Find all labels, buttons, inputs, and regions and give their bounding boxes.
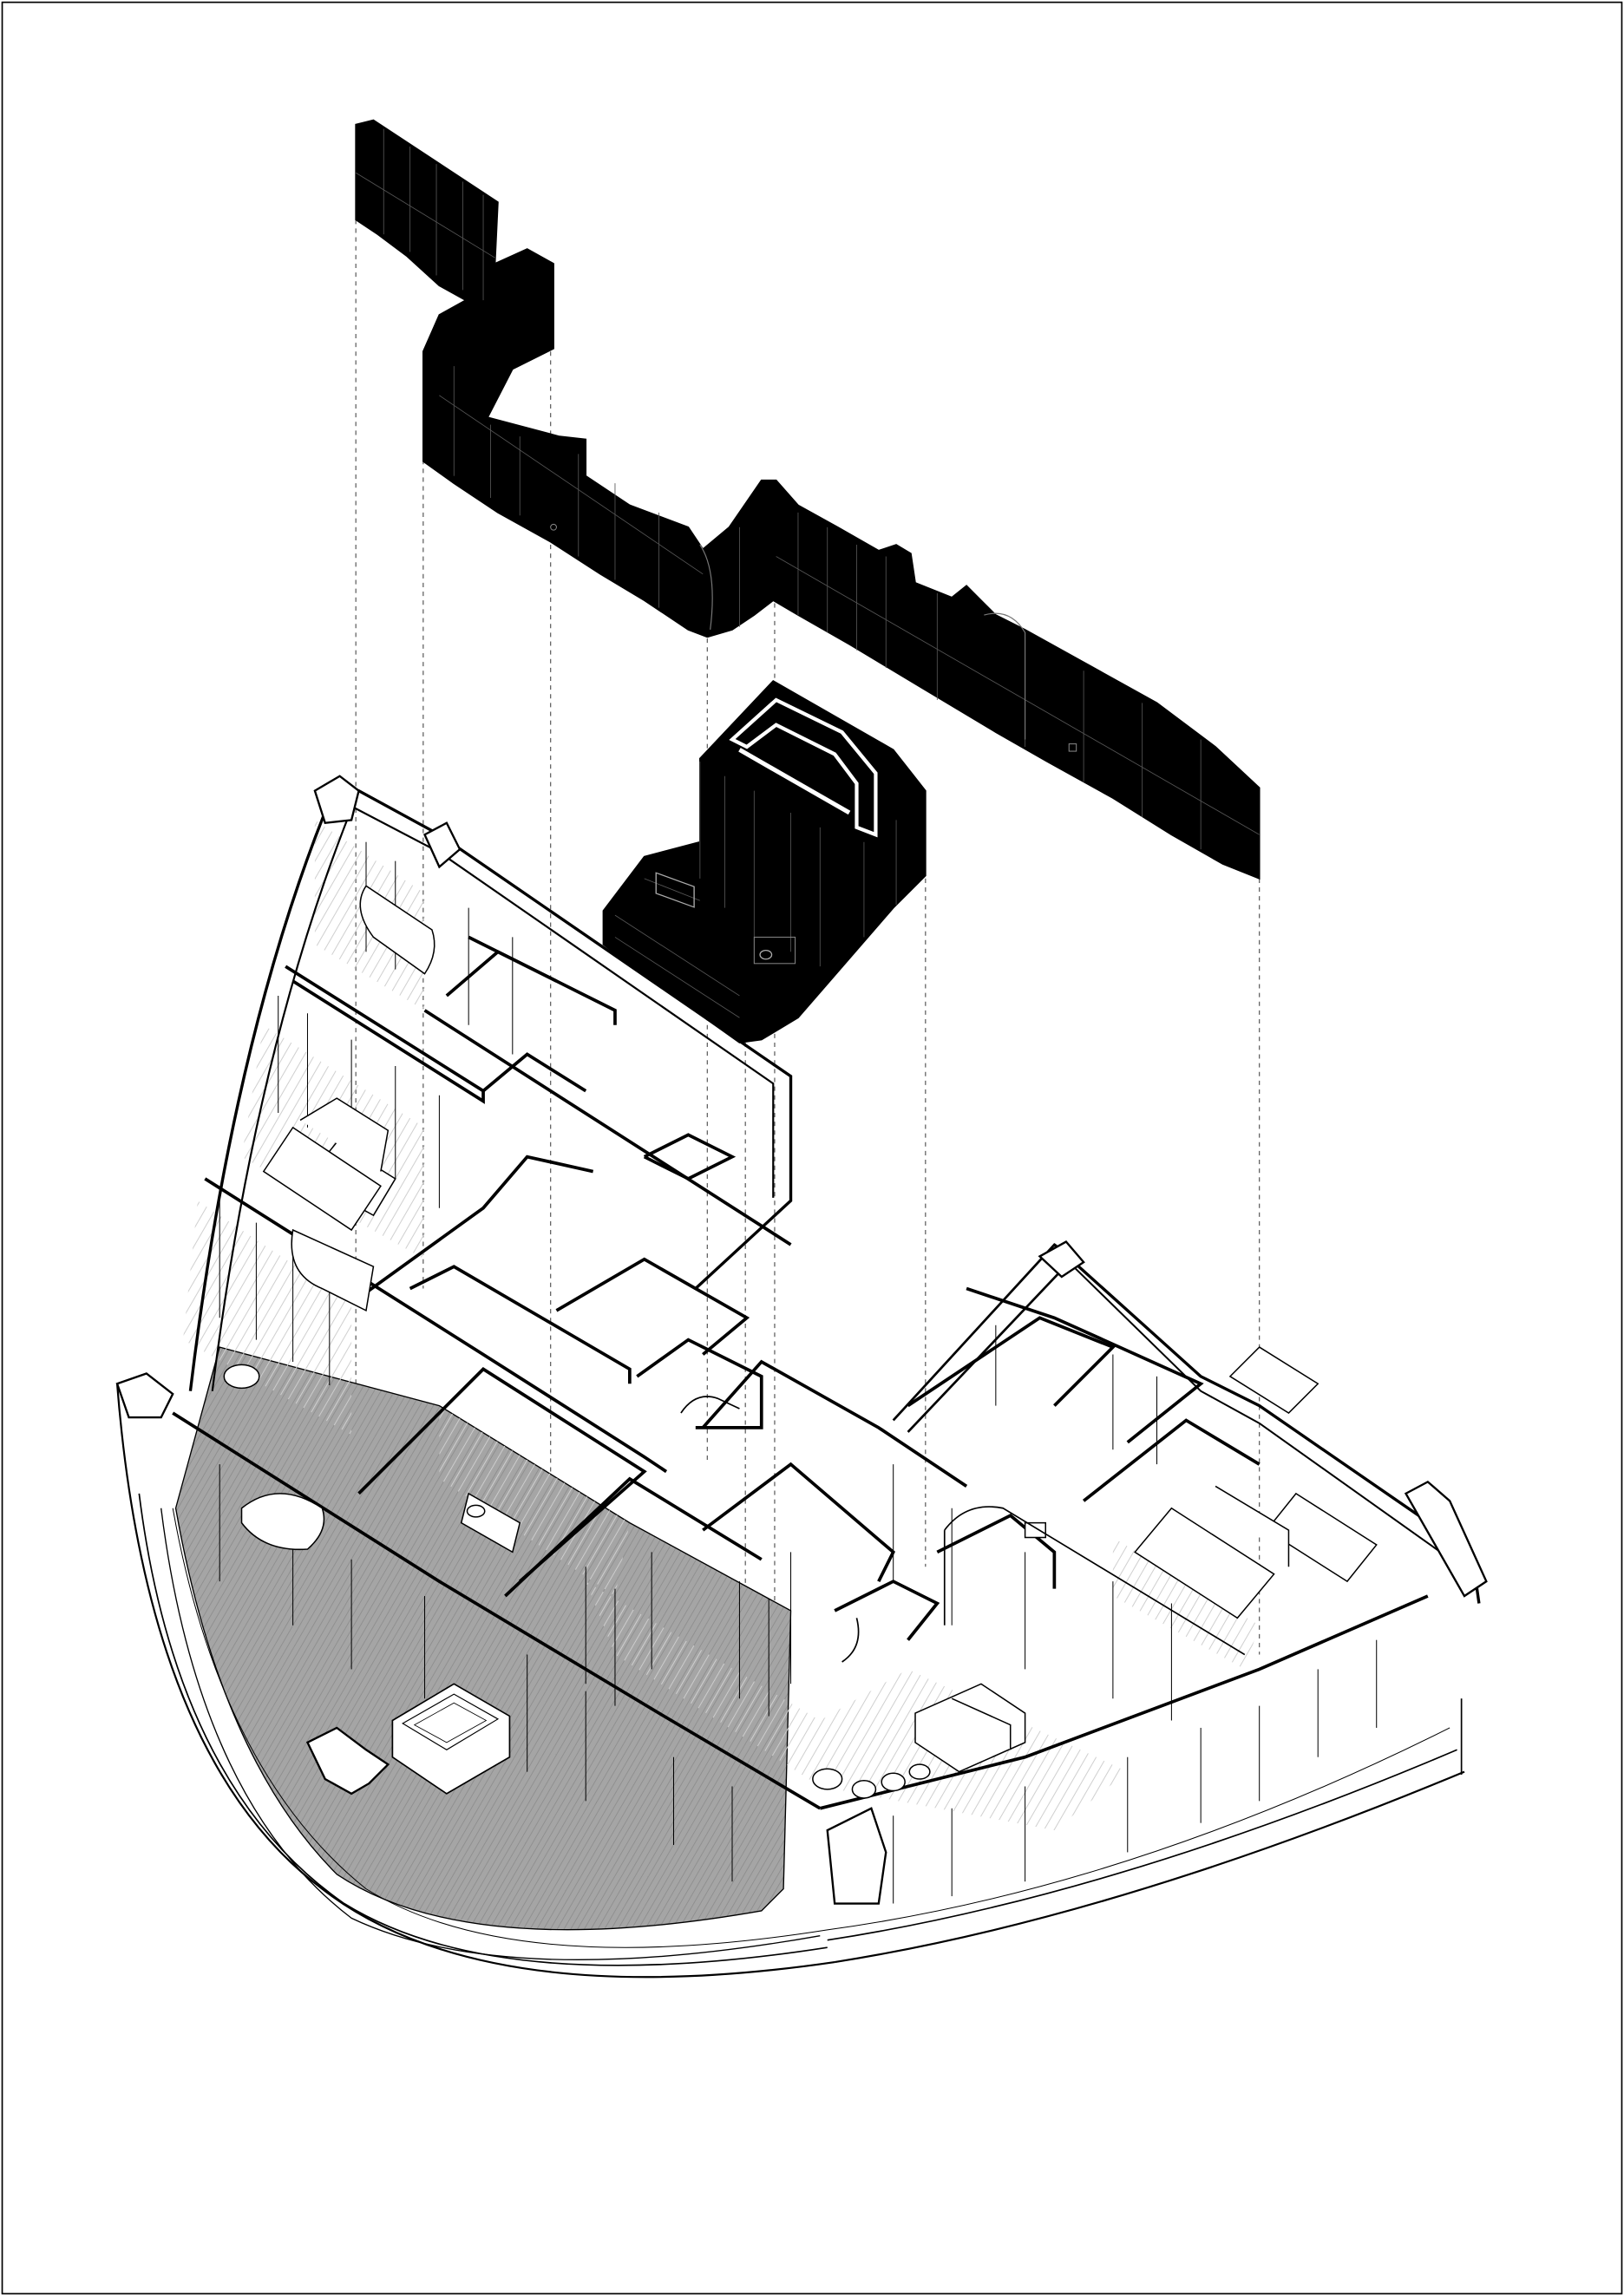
hot-tub bbox=[391, 1683, 511, 1795]
curved-wall-unit bbox=[680, 1396, 1246, 1663]
bathroom-core-block bbox=[602, 679, 927, 1043]
living-furniture bbox=[812, 1683, 1026, 1799]
apartment-floor-plate bbox=[115, 775, 1488, 1979]
terrace bbox=[174, 1346, 792, 1931]
structural-columns bbox=[115, 775, 1488, 1905]
joinery-wall-block bbox=[355, 119, 1261, 880]
beds bbox=[262, 1097, 1290, 1619]
partition-walls bbox=[172, 935, 1429, 1810]
